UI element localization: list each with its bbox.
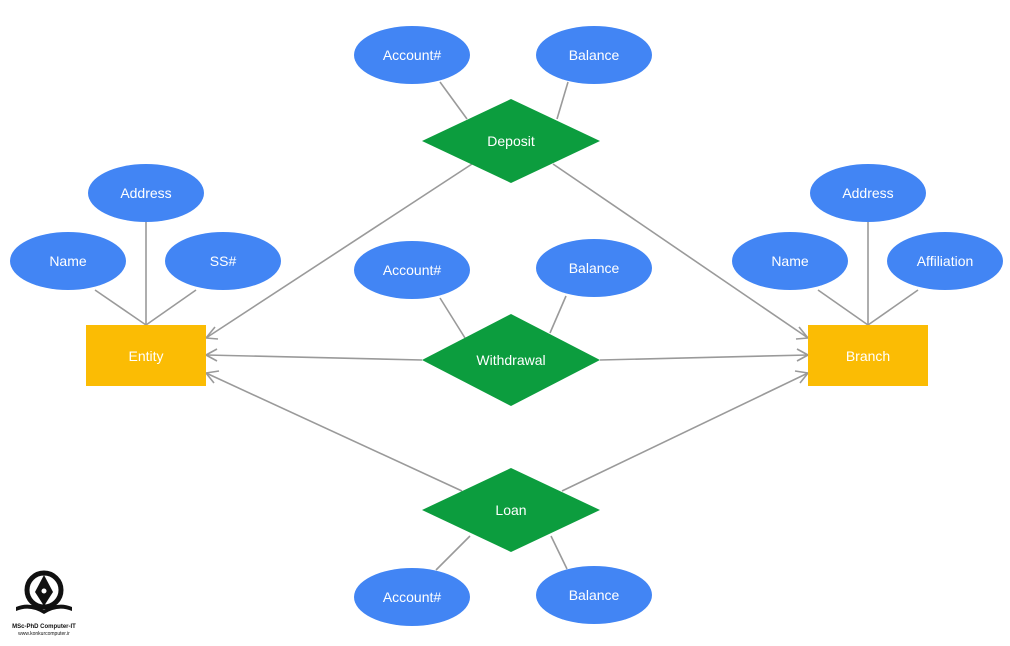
attribute-entity-ssn: SS#: [165, 232, 281, 290]
attribute-label: Balance: [569, 260, 620, 276]
entity-entity: Entity: [86, 325, 206, 386]
crowfoot-branch-loan: [794, 370, 809, 384]
attribute-label: Name: [771, 253, 809, 269]
edge-entity-ssn: [145, 289, 197, 326]
attribute-deposit-account: Account#: [354, 26, 470, 84]
edge-deposit-branch: [552, 163, 809, 339]
attribute-branch-affiliation: Affiliation: [887, 232, 1003, 290]
attribute-label: Affiliation: [917, 253, 974, 269]
edge-deposit-balance: [556, 81, 569, 120]
attribute-ellipse: [88, 164, 204, 222]
branch-label: Branch: [846, 348, 890, 364]
edge-withdrawal-account: [439, 297, 466, 339]
attribute-label: SS#: [210, 253, 237, 269]
attribute-label: Name: [49, 253, 87, 269]
attribute-branch-address: Address: [810, 164, 926, 222]
attribute-ellipse: [354, 241, 470, 299]
loan-label: Loan: [495, 502, 526, 518]
attribute-label: Address: [120, 185, 171, 201]
edge-deposit-account: [439, 81, 468, 120]
edge-deposit-entity: [205, 163, 473, 339]
attribute-deposit-balance: Balance: [536, 26, 652, 84]
logo-line-1: MSc-PhD Computer-IT: [12, 624, 76, 630]
edge-withdrawal-branch: [599, 354, 809, 361]
edge-withdrawal-balance: [549, 295, 567, 334]
loan-diamond: [422, 468, 600, 552]
attribute-ellipse: [10, 232, 126, 290]
edge-branch-affiliation: [867, 289, 919, 326]
attribute-label: Address: [842, 185, 893, 201]
branch-box: [808, 325, 928, 386]
attribute-loan-balance: Balance: [536, 566, 652, 624]
site-logo: MSc-PhD Computer-IT www.konkurcomputer.i…: [12, 570, 76, 637]
edge-branch-name: [817, 289, 869, 326]
crowfoot-entity-withdrawal: [205, 348, 218, 362]
attribute-ellipse: [536, 26, 652, 84]
attribute-label: Account#: [383, 47, 442, 63]
attribute-ellipse: [810, 164, 926, 222]
edge-loan-balance: [550, 535, 568, 570]
edge-loan-account: [435, 535, 471, 571]
entity-label: Entity: [128, 348, 163, 364]
attribute-ellipse: [536, 239, 652, 297]
edges: [94, 81, 919, 571]
withdrawal-label: Withdrawal: [476, 352, 545, 368]
logo-line-2: www.konkurcomputer.ir: [18, 631, 70, 637]
relationship-loan: Loan: [422, 468, 600, 552]
attribute-ellipse: [887, 232, 1003, 290]
attribute-withdrawal-balance: Balance: [536, 239, 652, 297]
attribute-ellipse: [732, 232, 848, 290]
edge-entity-name: [94, 289, 147, 326]
attribute-label: Account#: [383, 262, 442, 278]
edge-loan-branch: [561, 372, 809, 492]
attribute-entity-address: Address: [88, 164, 204, 222]
relationship-withdrawal: Withdrawal: [422, 314, 600, 406]
withdrawal-diamond: [422, 314, 600, 406]
deposit-label: Deposit: [487, 133, 535, 149]
relationship-deposit: Deposit: [422, 99, 600, 183]
attribute-ellipse: [354, 26, 470, 84]
attribute-ellipse: [354, 568, 470, 626]
crowfoot-entity-loan: [205, 370, 220, 384]
entity-branch: Branch: [808, 325, 928, 386]
attribute-label: Account#: [383, 589, 442, 605]
pen-nib-icon: [16, 570, 72, 614]
deposit-diamond: [422, 99, 600, 183]
entity-box: [86, 325, 206, 386]
attribute-branch-name: Name: [732, 232, 848, 290]
attribute-entity-name: Name: [10, 232, 126, 290]
edge-withdrawal-entity: [205, 354, 423, 361]
crowfoot-branch-withdrawal: [796, 348, 809, 362]
attribute-label: Balance: [569, 587, 620, 603]
edge-loan-entity: [205, 372, 463, 492]
attribute-loan-account: Account#: [354, 568, 470, 626]
attribute-ellipse: [165, 232, 281, 290]
attribute-withdrawal-account: Account#: [354, 241, 470, 299]
crowfoot-entity-deposit: [205, 326, 219, 340]
attribute-label: Balance: [569, 47, 620, 63]
attribute-ellipse: [536, 566, 652, 624]
crowfoot-branch-deposit: [795, 326, 809, 340]
